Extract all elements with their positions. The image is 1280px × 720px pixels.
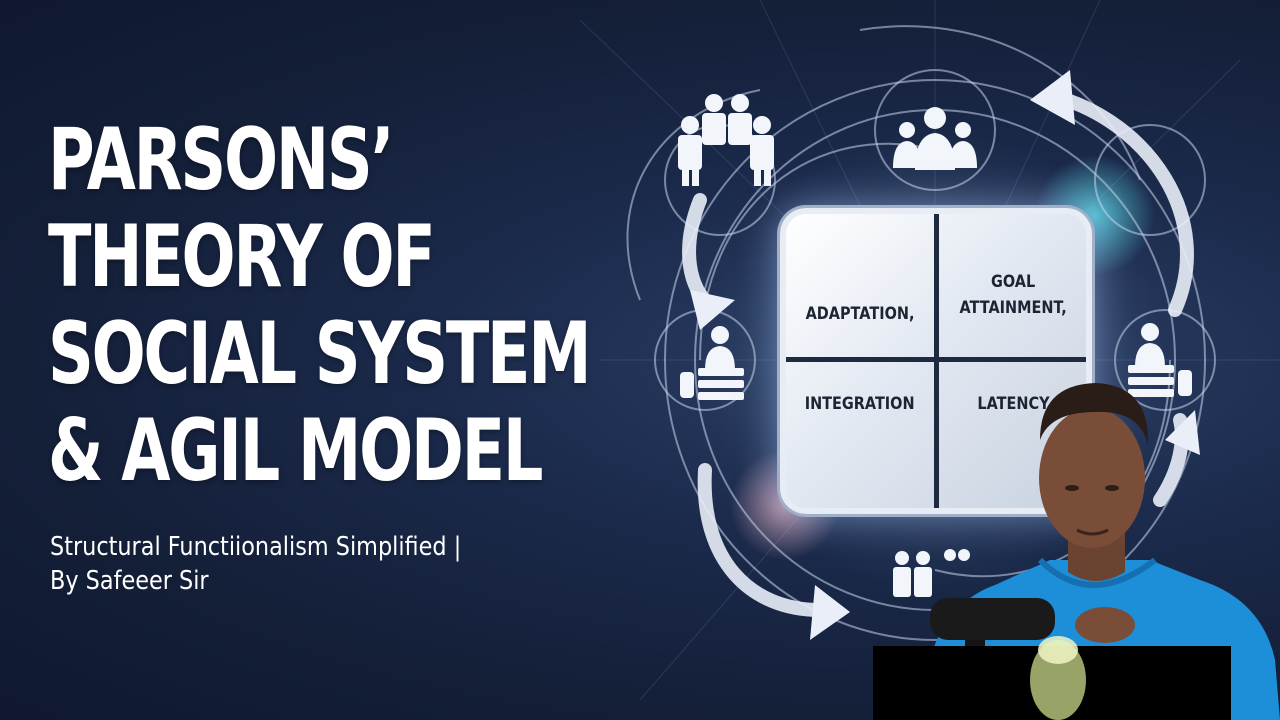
title-line-1: PARSONS’ [48, 110, 395, 210]
subtitle: Structural Functiionalism Simplified | B… [50, 530, 461, 598]
agil-quadrant-box: ADAPTATION, GOAL ATTAINMENT, INTEGRATION… [780, 208, 1092, 514]
group-of-people-icon [678, 94, 774, 186]
arrow-head-top-icon [1030, 70, 1075, 125]
adaptation-label: ADAPTATION, [805, 304, 915, 324]
title-line-3: SOCIAL SYSTEM [48, 304, 592, 404]
title-line-4: & AGIL MODEL [48, 401, 543, 501]
integration-label: INTEGRATION [805, 394, 915, 414]
video-title: PARSONS’ THEORY OF SOCIAL SYSTEM & AGIL … [48, 110, 592, 501]
quadrant-adaptation: ADAPTATION, [786, 214, 934, 354]
person-at-desk-right-icon [1128, 323, 1192, 397]
goal-attainment-label: GOAL ATTAINMENT, [959, 272, 1067, 318]
quadrant-integration: INTEGRATION [786, 362, 934, 502]
latency-label: LATENCY [976, 394, 1050, 414]
arrow-head-bottom-icon [810, 585, 850, 640]
team-icon [893, 107, 977, 170]
quadrant-latency: LATENCY [939, 362, 1086, 502]
person-at-desk-left-icon [680, 326, 744, 400]
title-line-2: THEORY OF [48, 207, 436, 307]
subtitle-line-2: By Safeeer Sir [50, 566, 209, 596]
quadrant-goal-attainment: GOAL ATTAINMENT, [939, 214, 1086, 354]
group-bottom-icon [893, 549, 970, 597]
presenter-figure [873, 383, 1280, 720]
quadrant-divider-horizontal [786, 357, 1086, 362]
subtitle-line-1: Structural Functiionalism Simplified | [50, 532, 462, 562]
